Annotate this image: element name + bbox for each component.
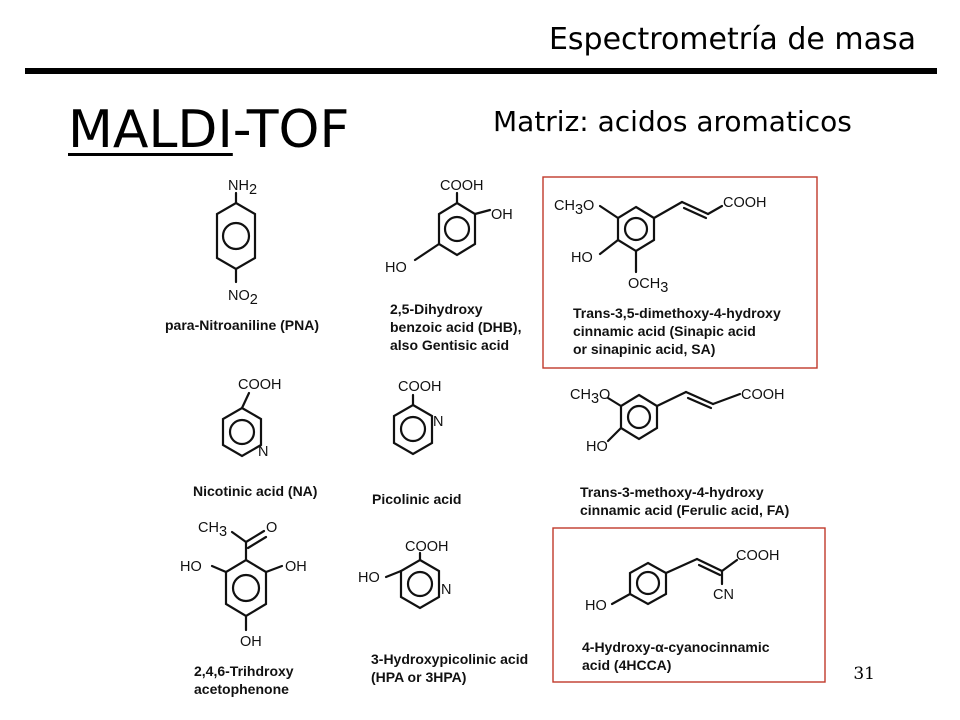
pic-cooh: COOH	[398, 379, 442, 395]
pic-n: N	[433, 414, 443, 430]
page-number: 31	[853, 664, 875, 684]
dhb-caption-2: benzoic acid (DHB),	[390, 319, 521, 335]
sa-ch3o-ch: CH	[554, 198, 575, 214]
sa-highlight-box	[542, 176, 818, 369]
structure-picolinic: COOH N Picolinic acid	[372, 379, 461, 507]
thap-o: O	[266, 520, 277, 536]
hcca-highlight-box	[552, 527, 826, 683]
title-tof: -TOF	[232, 100, 350, 160]
hpa-caption-1: 3-Hydroxypicolinic acid	[371, 651, 528, 667]
dhb-oh: OH	[491, 207, 513, 223]
thap-ch3-ch: CH	[198, 520, 219, 536]
na-cooh: COOH	[238, 377, 282, 393]
na-caption: Nicotinic acid (NA)	[193, 483, 317, 499]
svg-text:CH3O: CH3O	[570, 387, 610, 407]
sa-ho: HO	[571, 250, 593, 266]
pna-nh2-sub: 2	[249, 182, 257, 198]
svg-text:OCH3: OCH3	[628, 276, 668, 296]
sa-ch3o-3: 3	[575, 202, 583, 218]
hcca-cn: CN	[713, 587, 734, 603]
thap-oh-right: OH	[285, 559, 307, 575]
sa-och3-och: OCH	[628, 276, 660, 292]
structure-na: COOH N Nicotinic acid (NA)	[193, 377, 317, 499]
structure-dhb: COOH OH HO 2,5-Dihydroxy benzoic acid (D…	[385, 178, 521, 353]
thap-ch3-3: 3	[219, 524, 227, 540]
structure-hcca: COOH CN HO 4-Hydroxy-α-cyanocinnamic aci…	[552, 527, 826, 683]
dhb-caption-3: also Gentisic acid	[390, 337, 509, 353]
pna-no2: NO	[228, 288, 250, 304]
hpa-cooh: COOH	[405, 539, 449, 555]
hpa-caption-2: (HPA or 3HPA)	[371, 669, 466, 685]
svg-text:CH3O: CH3O	[554, 198, 594, 218]
fa-ho: HO	[586, 439, 608, 455]
svg-text:NH2: NH2	[228, 178, 257, 198]
hcca-caption-1: 4-Hydroxy-α-cyanocinnamic	[582, 639, 770, 655]
structure-pna: NH2 NO2 para-Nitroaniline (PNA)	[165, 178, 319, 333]
hcca-caption-2: acid (4HCCA)	[582, 657, 671, 673]
thap-caption-1: 2,4,6-Trihdroxy	[194, 663, 294, 679]
fa-caption-2: cinnamic acid (Ferulic acid, FA)	[580, 502, 789, 518]
hcca-ho: HO	[585, 598, 607, 614]
dhb-caption-1: 2,5-Dihydroxy	[390, 301, 483, 317]
svg-text:CH3: CH3	[198, 520, 227, 540]
structure-sa: CH3O COOH HO OCH3 Trans-3,5-dimethoxy-4-…	[542, 176, 818, 369]
na-n: N	[258, 444, 268, 460]
dhb-cooh: COOH	[440, 178, 484, 194]
structure-fa: CH3O COOH HO Trans-3-methoxy-4-hydroxy c…	[570, 387, 789, 518]
structure-hpa: COOH HO N 3-Hydroxypicolinic acid (HPA o…	[358, 539, 528, 685]
slide-subtitle: Matriz: acidos aromaticos	[493, 105, 852, 138]
sa-cooh: COOH	[723, 195, 767, 211]
pna-nh2: NH	[228, 178, 249, 194]
slide-header: Espectrometría de masa	[548, 22, 916, 57]
fa-ch3o-o: O	[599, 387, 610, 403]
thap-oh-bottom: OH	[240, 634, 262, 650]
thap-caption-2: acetophenone	[194, 681, 289, 697]
hpa-ho: HO	[358, 570, 380, 586]
svg-text:NO2: NO2	[228, 288, 258, 308]
hcca-cooh: COOH	[736, 548, 780, 564]
fa-cooh: COOH	[741, 387, 785, 403]
thap-ho: HO	[180, 559, 202, 575]
pna-no2-sub: 2	[250, 292, 258, 308]
dhb-ho: HO	[385, 260, 407, 276]
pna-caption: para-Nitroaniline (PNA)	[165, 317, 319, 333]
structure-thap: CH3 O HO OH OH 2,4,6-Trihdroxy acetophen…	[180, 520, 307, 697]
fa-caption-1: Trans-3-methoxy-4-hydroxy	[580, 484, 764, 500]
header-rule	[25, 68, 937, 74]
pic-caption: Picolinic acid	[372, 491, 461, 507]
fa-ch3o-3: 3	[591, 391, 599, 407]
slide-title: MALDI-TOF	[68, 100, 349, 160]
sa-caption-1: Trans-3,5-dimethoxy-4-hydroxy	[573, 305, 781, 321]
sa-ch3o-o: O	[583, 198, 594, 214]
sa-caption-3: or sinapinic acid, SA)	[573, 341, 715, 357]
sa-och3-3: 3	[660, 280, 668, 296]
title-maldi: MALDI	[68, 100, 233, 160]
sa-caption-2: cinnamic acid (Sinapic acid	[573, 323, 756, 339]
hpa-n: N	[441, 582, 451, 598]
fa-ch3o-ch: CH	[570, 387, 591, 403]
